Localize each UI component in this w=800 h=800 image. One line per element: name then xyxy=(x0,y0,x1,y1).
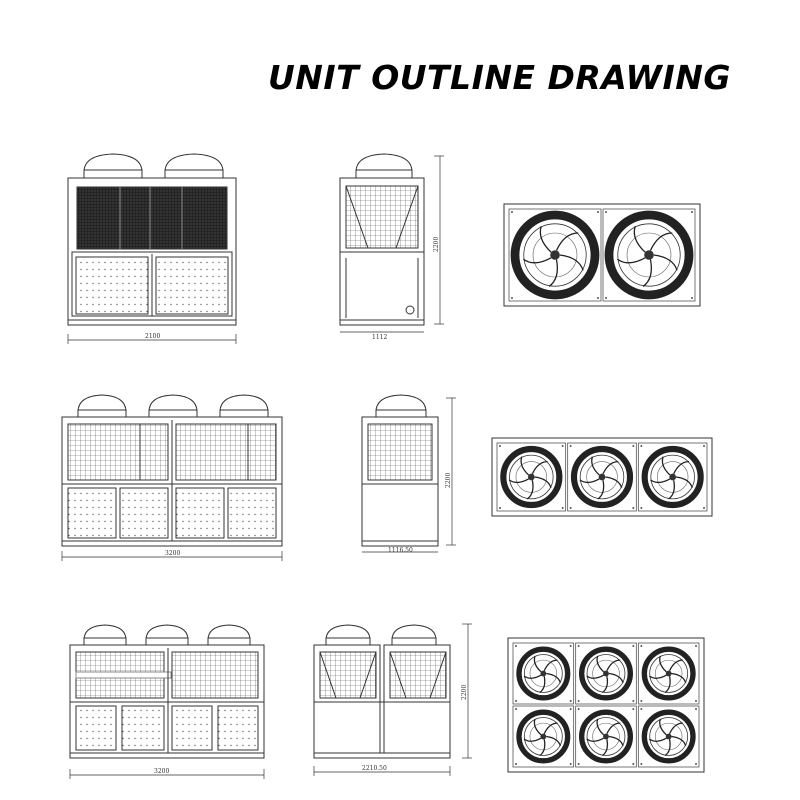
front-width-label: 3200 xyxy=(154,768,169,775)
top-view-unit-3 xyxy=(507,637,705,773)
front-view-unit-1 xyxy=(67,153,237,344)
fan-icon xyxy=(578,646,634,701)
fan-icon xyxy=(641,709,696,764)
front-width-label: 2100 xyxy=(145,333,160,340)
front-view-unit-2 xyxy=(61,394,283,561)
side-width-label: 1116.50 xyxy=(388,547,413,554)
fan-icon xyxy=(604,210,694,300)
side-view-unit-2 xyxy=(361,394,456,553)
fan-icon xyxy=(641,445,704,509)
front-view-unit-3 xyxy=(69,624,265,779)
fan-icon xyxy=(570,445,634,509)
front-width-label: 3200 xyxy=(165,550,180,557)
side-height-label: 2200 xyxy=(461,685,468,700)
side-height-label: 2200 xyxy=(445,473,452,488)
top-view-unit-1 xyxy=(503,203,701,307)
side-width-label: 2210.50 xyxy=(362,765,387,772)
fan-icon xyxy=(516,646,571,701)
fan-icon xyxy=(578,709,634,764)
fan-icon xyxy=(516,709,571,764)
fan-icon xyxy=(641,646,696,701)
side-width-label: 1112 xyxy=(372,334,387,341)
side-height-label: 2200 xyxy=(433,237,440,252)
fan-icon xyxy=(500,445,563,509)
fan-icon xyxy=(510,210,600,300)
top-view-unit-2 xyxy=(491,437,713,517)
side-view-unit-3 xyxy=(313,623,472,776)
side-view-unit-1 xyxy=(339,153,444,333)
page-title: UNIT OUTLINE DRAWING xyxy=(268,58,731,97)
